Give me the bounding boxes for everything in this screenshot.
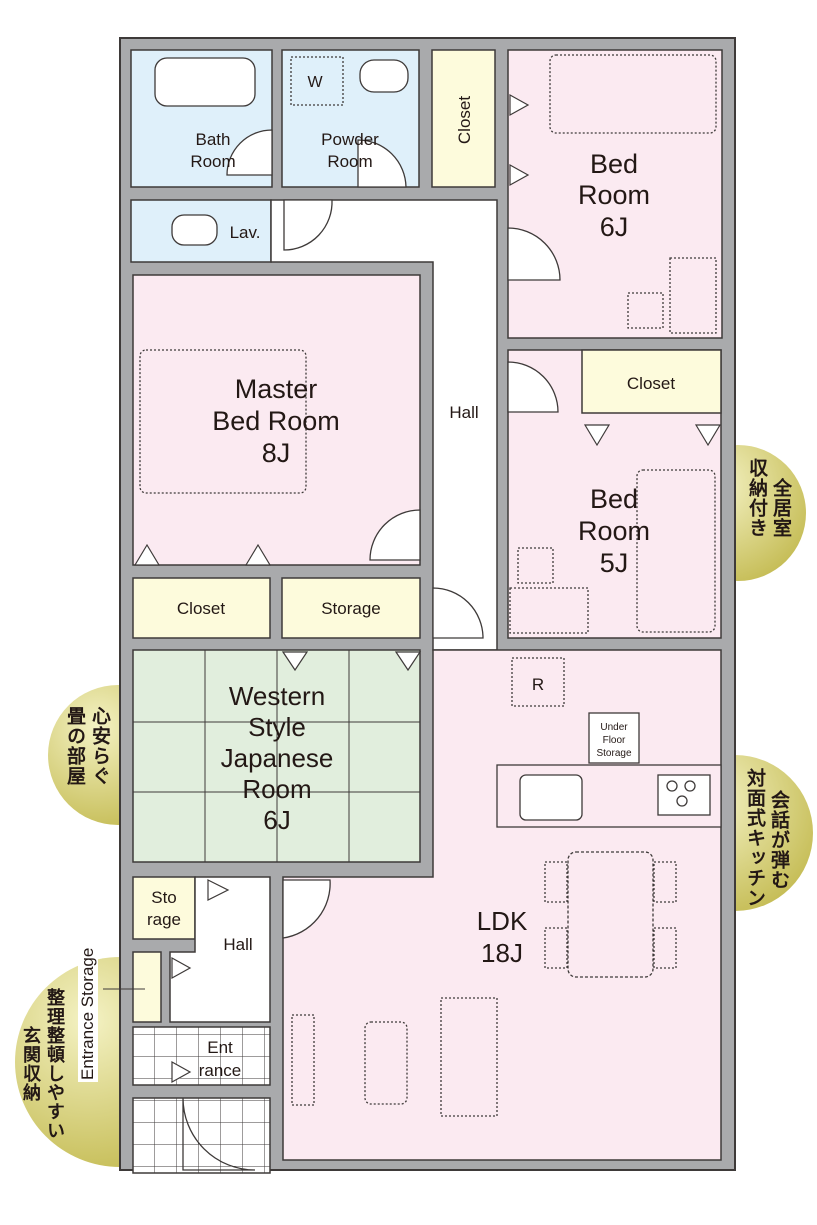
room-hall-lower [169,876,271,1023]
label-japanese-4: Room [242,774,311,804]
label-japanese-2: Style [248,712,306,742]
badge-tatami-line2: 畳の部屋 [64,706,86,786]
label-ldk-2: 18J [481,938,523,968]
room-closet-top [431,49,496,188]
porch [132,1097,271,1174]
label-closet-top: Closet [455,96,474,144]
label-bed6-2: Room [578,180,650,210]
furniture-dotted [139,54,717,1117]
badge-entrance-line1: 整理整頓しやすい [44,988,65,1140]
label-bed5-1: Bed [590,484,638,514]
under-floor-box [588,712,640,764]
label-bed6-1: Bed [590,149,638,179]
badge-kitchen-line1: 会話が弾む [768,790,790,890]
fixtures [154,57,722,828]
room-closet-master [132,577,271,639]
label-entrance-storage: Entrance Storage [78,945,98,1082]
closet-door-marks [133,93,722,1084]
room-bed6 [507,49,723,339]
bathtub [154,57,256,107]
stove [657,774,711,816]
label-hall-lower: Hall [223,935,252,954]
badge-entrance-line2: 玄関収納 [20,1026,41,1102]
label-entrance-1: Ent [207,1038,233,1057]
label-storage-small-2: rage [147,910,181,929]
label-master-3: 8J [262,438,291,468]
label-storage: Storage [321,599,381,618]
label-refrigerator: R [532,675,544,694]
label-powder-1: Powder [321,130,379,149]
label-bed5-2: Room [578,516,650,546]
badge-tatami-line1: 心安らぐ [89,706,111,786]
label-entrance-2: rance [199,1061,242,1080]
label-japanese-1: Western [229,681,325,711]
sink [519,774,583,821]
label-hall-upper: Hall [449,403,478,422]
room-storage [281,577,421,639]
label-master-2: Bed Room [212,406,340,436]
label-under-floor-3: Storage [596,748,631,759]
label-storage-small-1: Sto [151,888,177,907]
label-lav: Lav. [230,223,261,242]
label-powder-2: Room [327,152,372,171]
toilet [171,214,218,246]
room-entrance-storage [132,951,162,1023]
badge-kitchen-line2: 対面式キッチン [744,768,766,908]
label-bed6-3: 6J [600,212,629,242]
label-bath-2: Room [190,152,235,171]
room-closet-bed5 [581,349,722,414]
label-master-1: Master [235,374,318,404]
label-under-floor-2: Floor [603,735,626,746]
room-storage-small [132,876,196,940]
badge-storage-all-line2: 収納付き [746,458,768,538]
label-closet-bed5: Closet [627,374,675,393]
label-washer: W [307,74,323,91]
badge-storage-all-line1: 全居室 [770,478,792,538]
label-ldk-1: LDK [477,906,528,936]
label-bath-1: Bath [196,130,231,149]
room-master [132,274,421,566]
washbasin [359,59,409,93]
label-closet-master: Closet [177,599,225,618]
label-bed5-3: 5J [600,548,629,578]
tatami-grid [133,650,420,862]
label-under-floor-1: Under [600,722,628,733]
room-entrance [132,1026,271,1086]
doors [182,129,561,1171]
label-japanese-3: Japanese [221,743,334,773]
label-japanese-5: 6J [263,805,290,835]
